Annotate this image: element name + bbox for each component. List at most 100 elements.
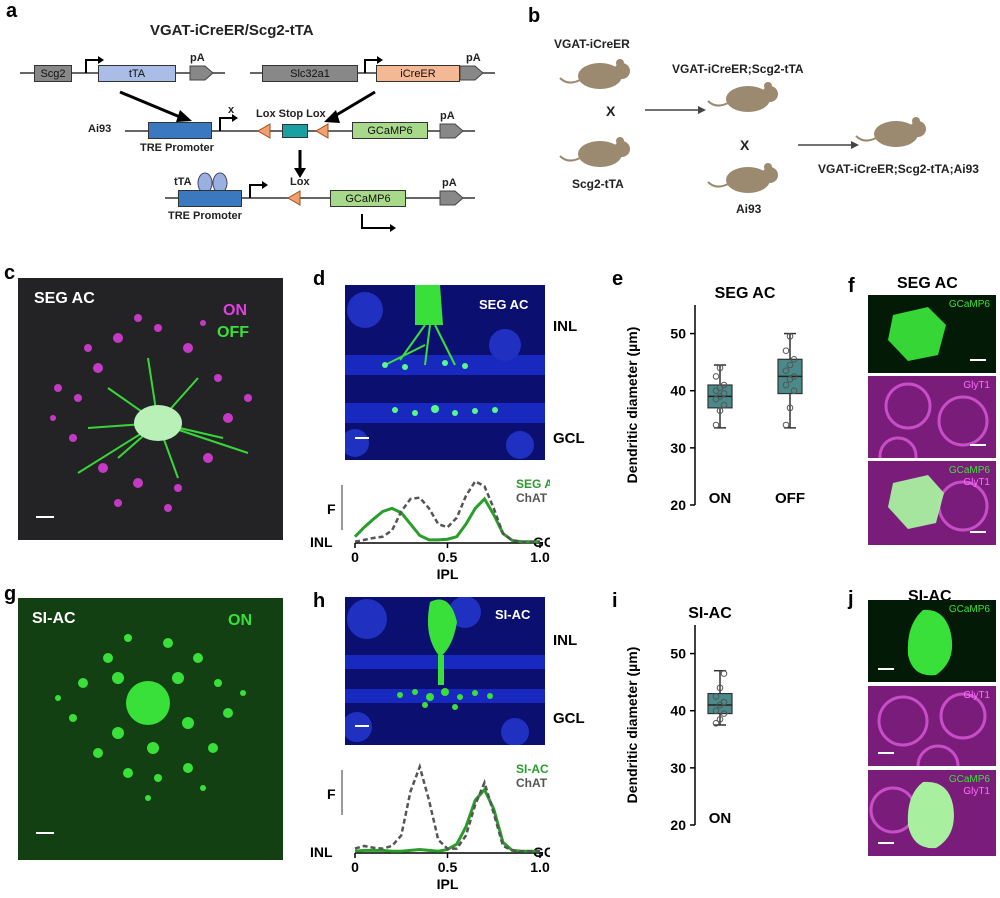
- panel-d-label: SEG AC: [479, 297, 529, 312]
- si-ac-arbor: [55, 634, 246, 801]
- data-point: [712, 421, 720, 429]
- panel-d-inl: INL: [553, 318, 578, 335]
- cross-symbol-2: X: [740, 137, 750, 153]
- data-point: [720, 390, 728, 397]
- scale-bar: [970, 359, 986, 361]
- data-point: [782, 347, 790, 355]
- panel-label-a: a: [6, 0, 18, 22]
- data-point: [790, 373, 798, 380]
- data-point: [716, 364, 724, 372]
- panel-c-label: SEG AC: [34, 290, 95, 307]
- mouse-triple-label: VGAT-iCreER;Scg2-tTA;Ai93: [818, 162, 979, 176]
- data-point: [716, 684, 724, 692]
- left-layer-label: INL: [310, 534, 333, 550]
- chart-title: SI-AC: [688, 605, 732, 622]
- tre-promoter-label: TRE Promoter: [140, 142, 214, 154]
- series-line-chat: [354, 479, 540, 543]
- mouse-double-label: VGAT-iCreER;Scg2-tTA: [672, 62, 804, 76]
- y-axis-label: F: [327, 501, 336, 517]
- legend-entry: ChAT: [516, 491, 548, 505]
- x-label: x: [228, 104, 235, 116]
- pa-label-4: pA: [442, 177, 457, 189]
- panel-b-breeding-scheme: VGAT-iCreER X Scg2-tTA VGAT-iCreER;Scg2-…: [540, 0, 1000, 240]
- gene-gcamp6: GCaMP6: [352, 122, 428, 139]
- glyt1-channel-label: GlyT1: [963, 380, 990, 391]
- data-point: [782, 421, 790, 429]
- scale-bar: [878, 752, 894, 754]
- lox-label: Lox: [290, 176, 310, 188]
- legend-entry: SEG AC: [516, 477, 550, 491]
- panel-label-f: f: [848, 275, 855, 297]
- panel-j-gcamp-image: GCaMP6: [868, 600, 996, 682]
- panel-f-title: SEG AC: [897, 275, 958, 292]
- x-axis-label: IPL: [437, 876, 459, 892]
- merge-cell: [888, 475, 989, 532]
- y-axis-label: Dendritic diameter (µm): [624, 647, 640, 804]
- y-axis-label: Dendritic diameter (µm): [624, 327, 640, 484]
- data-point: [720, 710, 728, 717]
- y-tick-label: 50: [670, 646, 686, 662]
- panel-a-construct-diagram: VGAT-iCreER/Scg2-tTA Scg2 tTA pA Slc32a1…: [0, 0, 520, 240]
- data-point: [786, 361, 794, 369]
- scale-bar: [878, 668, 894, 670]
- scale-bar: [355, 437, 369, 439]
- category-label: ON: [709, 490, 732, 507]
- panel-f-gcamp-image: GCaMP6: [868, 295, 996, 373]
- panel-label-g: g: [4, 583, 17, 605]
- panel-label-b: b: [528, 5, 541, 27]
- data-point: [782, 367, 790, 375]
- on-label: ON: [228, 612, 252, 629]
- merge-gcamp-label: GCaMP6: [948, 774, 990, 785]
- panel-label-d: d: [313, 268, 326, 290]
- scale-bar: [36, 832, 54, 834]
- panel-d-gcl: GCL: [553, 430, 585, 447]
- x-tick-label: 0.5: [438, 859, 458, 875]
- panel-label-e: e: [612, 268, 624, 290]
- y-tick-label: 30: [670, 440, 686, 456]
- gcamp-cell: [907, 609, 953, 676]
- merge-glyt1-label: GlyT1: [963, 786, 990, 797]
- panel-a-title: VGAT-iCreER/Scg2-tTA: [150, 22, 314, 39]
- gcamp-cell: [888, 307, 946, 361]
- data-point: [720, 401, 728, 409]
- x-tick-label: 0: [351, 859, 359, 875]
- chart-title: SEG AC: [715, 285, 776, 302]
- pa-label-2: pA: [466, 52, 481, 64]
- pa-label-3: pA: [440, 110, 455, 122]
- data-point: [720, 381, 728, 389]
- off-label: OFF: [217, 324, 249, 341]
- data-point: [720, 698, 728, 706]
- scale-bar: [355, 725, 369, 727]
- scale-bar: [878, 842, 894, 844]
- cross-symbol-1: X: [606, 103, 616, 119]
- panel-h-image: SI-AC: [345, 597, 545, 745]
- panel-g-image: SI-AC ON: [18, 598, 283, 860]
- x-tick-label: 0: [351, 549, 359, 565]
- data-point: [716, 407, 724, 415]
- data-point: [786, 404, 794, 412]
- panel-h-label: SI-AC: [495, 607, 531, 622]
- right-layer-label: GCL: [533, 534, 550, 550]
- category-label: OFF: [775, 490, 805, 507]
- y-tick-label: 20: [670, 497, 686, 513]
- panel-label-c: c: [4, 262, 16, 284]
- data-point: [790, 387, 798, 395]
- series-line-chat: [354, 762, 540, 853]
- right-layer-label: GCL: [533, 844, 550, 860]
- data-point: [782, 381, 790, 389]
- si-ac-side-view: [345, 597, 545, 745]
- data-point: [712, 373, 720, 380]
- category-label: ON: [709, 810, 732, 827]
- panel-label-h: h: [313, 590, 326, 612]
- data-point: [720, 670, 728, 677]
- panel-d-image: SEG AC: [345, 285, 545, 460]
- scale-bar: [970, 531, 986, 533]
- y-tick-label: 30: [670, 760, 686, 776]
- lox-stop-lox-label: Lox Stop Lox: [256, 108, 326, 120]
- data-point: [790, 355, 798, 363]
- tre-promoter-box: [148, 122, 212, 139]
- tre-promoter-box-2: [178, 190, 242, 207]
